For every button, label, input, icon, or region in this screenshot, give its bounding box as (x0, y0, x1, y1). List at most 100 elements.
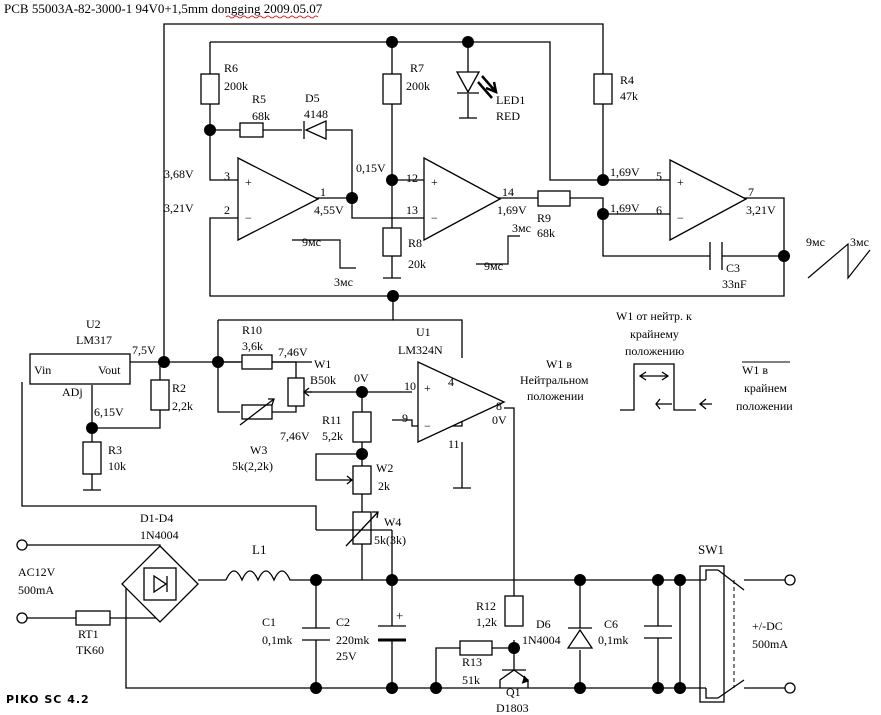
bridge-d1d4 (121, 545, 199, 623)
u2-value: LM317 (76, 333, 112, 347)
opamp-b (423, 156, 502, 242)
diode-d5 (303, 119, 327, 141)
r3-value: 10k (108, 459, 126, 473)
volt-169c: 1,69V (610, 201, 640, 215)
note-extreme-3: положении (736, 399, 793, 413)
power-wiring (22, 529, 790, 699)
r6-ref: R6 (224, 61, 238, 75)
pot-w3 (239, 398, 275, 426)
r2-ref: R2 (172, 381, 186, 395)
pin-12: 12 (406, 171, 418, 185)
r10-ref: R10 (242, 323, 262, 337)
led-led1 (455, 71, 498, 99)
w1-diagram-move (620, 363, 712, 411)
regulator-u2 (29, 353, 131, 385)
note-move-2: крайнему (630, 327, 679, 341)
terminal-dc-bottom (784, 682, 796, 694)
pot-w4 (345, 511, 379, 547)
resistor-r9 (537, 190, 571, 207)
d1d4-ref: D1-D4 (140, 511, 173, 525)
r13-value: 51k (462, 673, 480, 687)
header-title: PCB 55003A-82-3000-1 94V0+1,5mm dongging… (4, 1, 323, 16)
pin-10: 10 (404, 379, 416, 393)
note-move-1: W1 от нейтр. к (616, 309, 692, 323)
opamp-a-minus: − (245, 211, 252, 225)
header-underline (225, 15, 319, 19)
volt-015: 0,15V (356, 161, 386, 175)
r7-ref: R7 (410, 61, 424, 75)
r11-ref: R11 (322, 413, 342, 427)
opamp-a-plus: + (245, 175, 252, 189)
resistor-r12 (504, 595, 524, 627)
q1-value: D1803 (496, 701, 529, 715)
dc-label-1: +/-DC (752, 619, 783, 633)
note-neutral-3: положении (527, 389, 584, 403)
capacitor-c1 (302, 627, 330, 641)
w3-ref: W3 (250, 443, 267, 457)
r12-value: 1,2k (476, 615, 497, 629)
note-neutral-2: Нейтральном (520, 373, 589, 387)
note-neutral-1: W1 в (546, 357, 572, 371)
r2-value: 2,2k (172, 399, 193, 413)
resistor-r11 (352, 411, 372, 443)
pin-11: 11 (448, 437, 460, 451)
pin-5: 5 (656, 169, 662, 183)
c2-value: 220mk (336, 633, 369, 647)
volt-321a: 3,21V (164, 201, 194, 215)
opamp-u1-minus: − (424, 419, 431, 433)
volt-321b: 3,21V (746, 203, 776, 217)
opamp-b-minus: − (431, 211, 438, 225)
c3-value: 33nF (722, 277, 747, 291)
w4-value: 5k(3k) (374, 533, 406, 547)
pin-3: 3 (224, 169, 230, 183)
r7-value: 200k (406, 79, 430, 93)
opamp-u1-plus: + (424, 381, 431, 395)
r8-value: 20k (408, 257, 426, 271)
note-move-3: положению (625, 344, 684, 358)
opamp-c-minus: − (677, 211, 684, 225)
ac-label-2: 500mA (18, 583, 54, 597)
pot-w2 (340, 465, 372, 495)
app-logo: PIKO SC 4.2 (6, 693, 90, 706)
sw1-ref: SW1 (698, 542, 724, 557)
resistor-r8 (382, 227, 402, 257)
rt1-ref: RT1 (78, 627, 99, 641)
note-extreme-1: W1 в (742, 363, 768, 377)
r13-ref: R13 (462, 655, 482, 669)
r5-ref: R5 (252, 92, 266, 106)
waveform-c (807, 242, 871, 280)
w3-value: 5k(2,2k) (232, 459, 273, 473)
r4-ref: R4 (620, 73, 634, 87)
resistor-r6 (200, 73, 220, 105)
l1-ref: L1 (252, 542, 266, 557)
sig-3ms-a: 3мс (334, 275, 353, 289)
capacitor-c3 (709, 242, 723, 270)
pin-2: 2 (224, 203, 230, 217)
sig-3ms-b: 3мс (512, 221, 531, 235)
pin-4: 4 (448, 375, 454, 389)
r11-value: 5,2k (322, 429, 343, 443)
d1d4-value: 1N4004 (140, 528, 179, 542)
dc-label-2: 500mA (752, 637, 788, 651)
volt-746a: 7,46V (278, 345, 308, 359)
svg-text:+: + (396, 608, 403, 623)
u2-vout: Vout (98, 363, 121, 377)
r8-ref: R8 (408, 236, 422, 250)
pin-7: 7 (748, 185, 754, 199)
volt-169b: 1,69V (610, 165, 640, 179)
c6-ref: C6 (604, 617, 618, 631)
u2-adj: ADj (62, 385, 83, 399)
opamp-a (237, 156, 320, 242)
switch-sw1[interactable] (699, 565, 725, 703)
capacitor-c2: + (378, 608, 406, 642)
rt1-value: TK60 (76, 643, 104, 657)
diode-d6 (566, 627, 594, 649)
u2-ref: U2 (86, 317, 101, 331)
sig-9ms-c: 9мс (806, 235, 825, 249)
sig-9ms-a: 9мс (302, 235, 321, 249)
r10-value: 3,6k (242, 339, 263, 353)
volt-75: 7,5V (132, 343, 156, 357)
u1-value: LM324N (398, 343, 443, 357)
volt-455: 4,55V (314, 203, 344, 217)
